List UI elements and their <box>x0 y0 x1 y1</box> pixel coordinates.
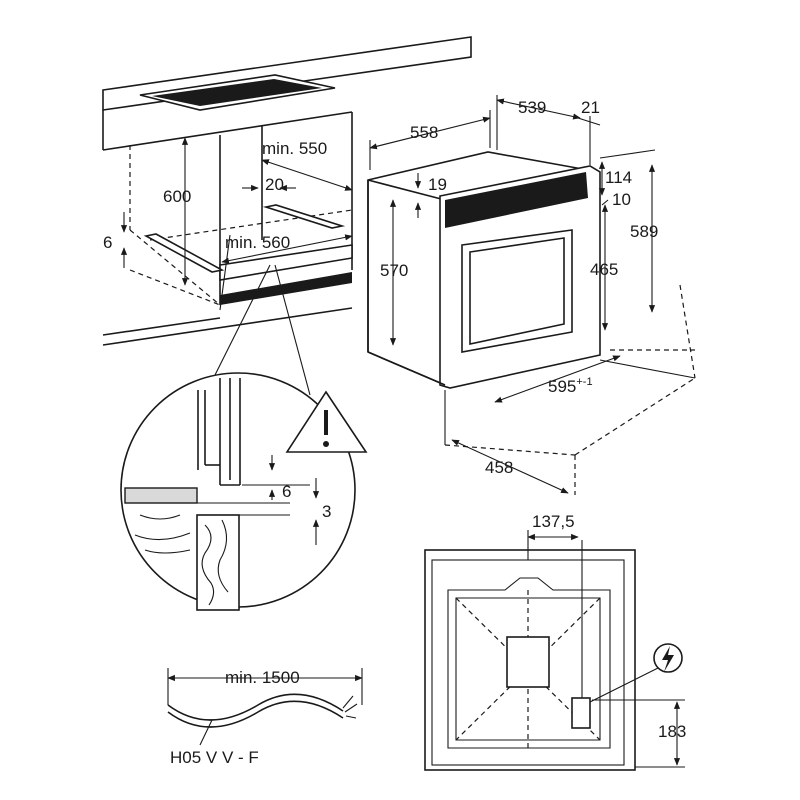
dim-595-tolerance: +-1 <box>576 376 592 388</box>
dim-20: 20 <box>265 175 284 194</box>
dim-10: 10 <box>612 190 631 209</box>
oven-drawing <box>367 151 696 495</box>
dim-min-1500: min. 1500 <box>225 668 300 687</box>
cabinet-dimensions: 600 min. 550 20 6 min. 560 <box>103 137 353 286</box>
dim-19: 19 <box>428 175 447 194</box>
dim-558: 558 <box>410 123 438 142</box>
oven-dimensions: 558 539 21 19 570 114 10 589 465 595+-1 … <box>369 95 658 494</box>
dim-465: 465 <box>590 260 618 279</box>
dim-114: 114 <box>605 168 632 187</box>
dim-min-550: min. 550 <box>262 139 327 158</box>
dim-137-5: 137,5 <box>532 512 575 531</box>
cable-drawing: min. 1500 H05 V V - F <box>167 668 363 767</box>
dim-min-560: min. 560 <box>225 233 290 252</box>
dim-21: 21 <box>581 98 600 117</box>
dim-600: 600 <box>163 187 191 206</box>
dim-458: 458 <box>485 458 513 477</box>
dim-595-value: 595 <box>548 377 576 396</box>
dim-539: 539 <box>518 98 546 117</box>
electric-bolt-icon <box>653 643 683 673</box>
detail-circle: 6 3 <box>120 264 356 611</box>
rear-view-dimensions: 137,5 183 <box>527 512 686 768</box>
dim-595: 595+-1 <box>548 376 593 396</box>
dim-570: 570 <box>380 261 408 280</box>
warning-triangle-icon <box>285 390 368 453</box>
dim-183: 183 <box>658 722 686 741</box>
dim-6-cabinet: 6 <box>103 233 112 252</box>
dim-3-detail: 3 <box>322 502 331 521</box>
dim-6-detail: 6 <box>282 482 291 501</box>
dim-589: 589 <box>630 222 658 241</box>
rear-view-drawing <box>424 540 636 771</box>
cable-type-label: H05 V V - F <box>170 748 259 767</box>
